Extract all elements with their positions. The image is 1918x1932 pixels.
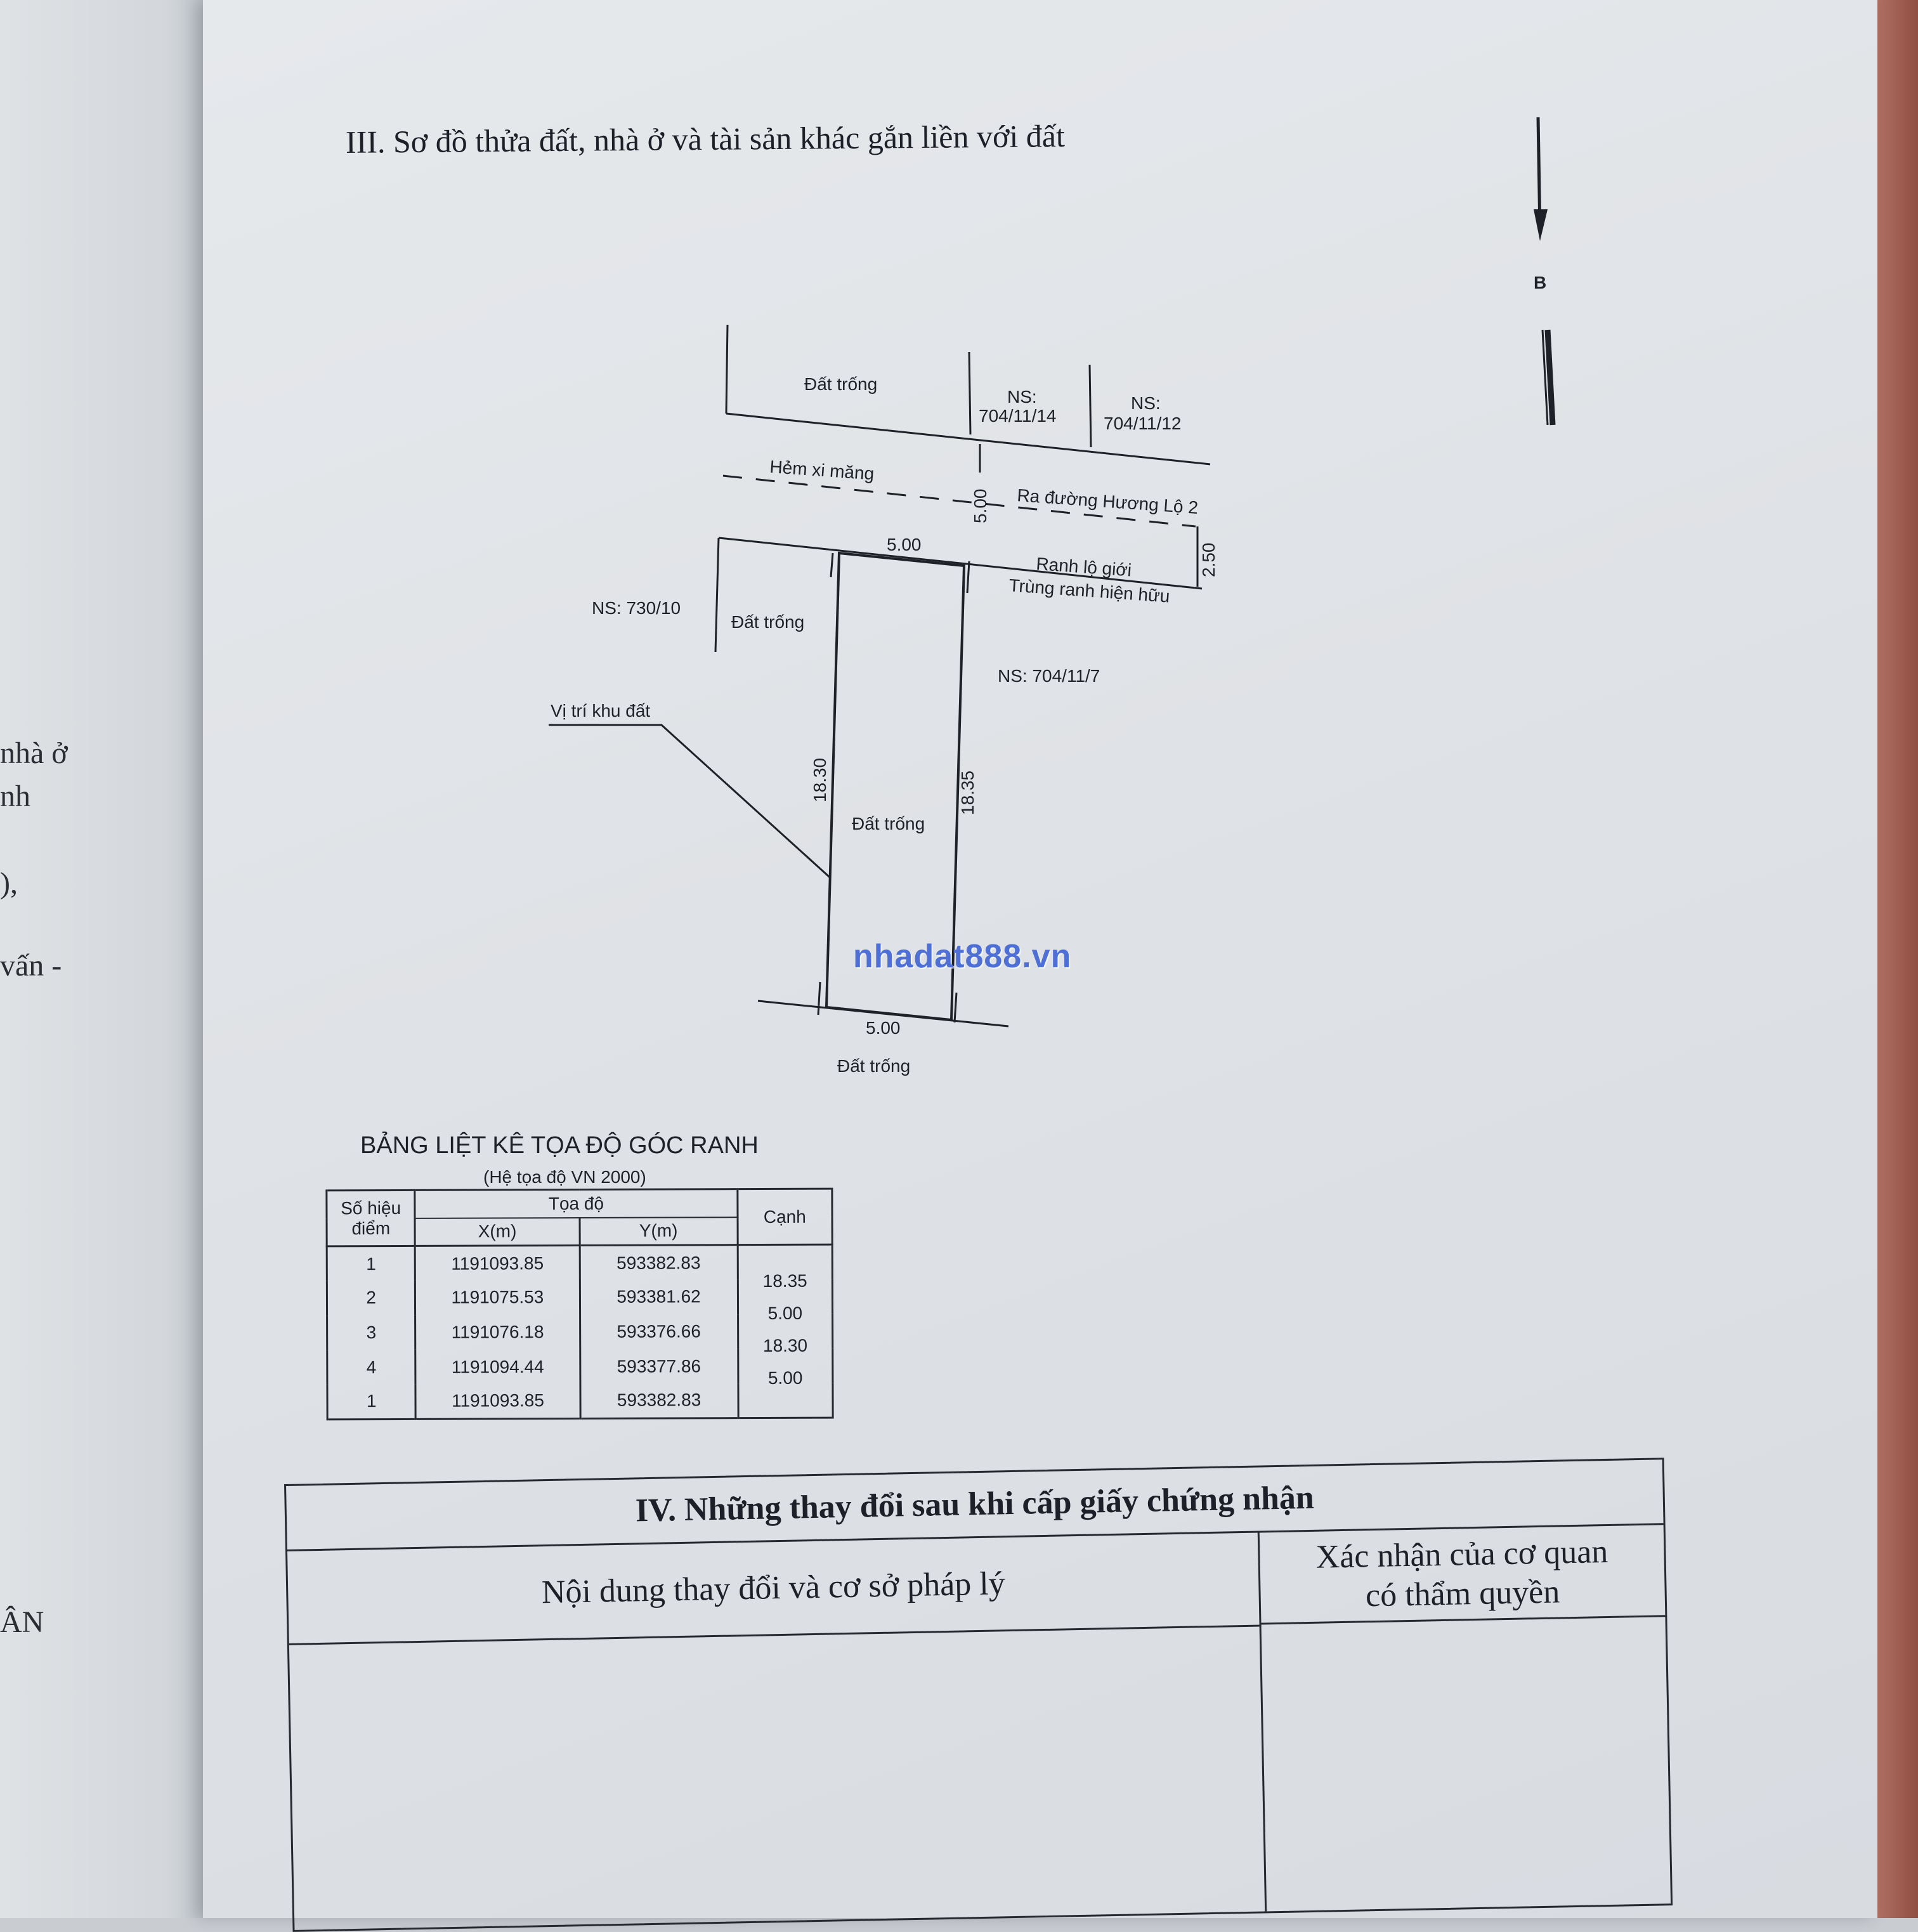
north-label: B (1534, 273, 1546, 292)
location-label: Vị trí khu đất (551, 701, 650, 721)
header-edge: Cạnh (737, 1189, 833, 1245)
point-cell: 3 (327, 1315, 416, 1350)
neighbor-label: 704/11/12 (1104, 414, 1182, 433)
x-cell: 1191093.85 (415, 1245, 580, 1281)
dimension-tick (817, 981, 821, 1015)
setback-label: 2.50 (1199, 543, 1218, 578)
coordinate-table-title: BẢNG LIỆT KÊ TỌA ĐỘ GÓC RANH (360, 1132, 759, 1159)
left-page-fragment: nhà ở (0, 736, 68, 770)
front-width-label: 5.00 (887, 535, 922, 554)
vacant-land-label: Đất trống (852, 814, 925, 833)
x-cell: 1191075.53 (415, 1280, 580, 1315)
edge-value: 18.30 (762, 1335, 808, 1355)
boundary-line (1088, 364, 1092, 448)
neighbor-label: NS: 704/11/7 (998, 666, 1100, 686)
header-y: Y(m) (579, 1217, 738, 1246)
alley-top-edge (726, 412, 1211, 466)
left-page-fragment: ), (0, 866, 18, 900)
certificate-page (203, 0, 1877, 1918)
point-cell: 1 (327, 1246, 415, 1281)
boundary-line (725, 324, 729, 414)
neighbor-label: NS: 730/10 (592, 598, 681, 618)
vacant-land-label: Đất trống (804, 374, 877, 394)
neighbor-label: 704/11/14 (979, 406, 1057, 426)
point-cell: 4 (327, 1350, 416, 1385)
confirm-header-line: Xác nhận của cơ quan (1315, 1533, 1608, 1576)
right-side-length-label: 18.35 (958, 771, 977, 815)
left-side-length-label: 18.30 (810, 758, 830, 802)
north-arrow-icon (1534, 117, 1556, 426)
confirm-header-line: có thẩm quyền (1365, 1574, 1560, 1614)
header-coords: Tọa độ (415, 1189, 738, 1218)
edge-value: 5.00 (767, 1303, 803, 1323)
coordinate-table: Số hiệu điểm Tọa độ Cạnh X(m) Y(m) 1 119… (325, 1187, 834, 1421)
header-point: Số hiệu điểm (326, 1190, 415, 1246)
neighbor-label: NS: (1131, 393, 1161, 413)
changes-confirm-header: Xác nhận của cơ quan có thẩm quyền (1259, 1525, 1666, 1625)
watermark: nhadat888.vn (853, 938, 1072, 975)
alley-label: Hẻm xi măng (769, 457, 875, 483)
rear-width-label: 5.00 (866, 1018, 901, 1038)
y-cell: 593376.66 (580, 1314, 738, 1350)
boundary-line (714, 537, 720, 653)
point-cell: 1 (327, 1384, 416, 1420)
left-page-fragment: vấn - (0, 949, 62, 982)
neighbor-label: NS: (1007, 387, 1037, 407)
dimension-tick (966, 561, 970, 594)
edge-value: 18.35 (762, 1270, 807, 1291)
y-cell: 593382.83 (579, 1244, 738, 1281)
header-x: X(m) (415, 1217, 580, 1246)
dimension-tick (953, 992, 958, 1023)
alley-bottom-edge (718, 537, 1203, 590)
vacant-land-label: Đất trống (731, 612, 804, 632)
table-row: 1 1191093.85 593382.83 18.35 5.00 18.30 … (327, 1244, 833, 1418)
left-page: nhà ở nh ), vấn - ÂN (0, 0, 209, 1918)
x-cell: 1191076.18 (415, 1314, 580, 1350)
changes-content-header: Nội dung thay đổi và cơ sở pháp lý (287, 1532, 1262, 1645)
edge-value: 5.00 (767, 1367, 803, 1388)
alley-width-label: 5.00 (970, 489, 990, 524)
vacant-land-label: Đất trống (837, 1056, 910, 1076)
location-leader-line (549, 724, 831, 878)
y-cell: 593382.83 (580, 1383, 738, 1419)
boundary-label: Trùng ranh hiện hữu (1008, 575, 1171, 606)
column-divider (1259, 1624, 1267, 1912)
dimension-tick (830, 552, 834, 578)
x-cell: 1191093.85 (415, 1383, 580, 1420)
changes-table: IV. Những thay đổi sau khi cấp giấy chứn… (284, 1458, 1673, 1932)
y-cell: 593377.86 (580, 1348, 738, 1384)
y-cell: 593381.62 (579, 1279, 738, 1315)
boundary-label: Ranh lộ giới (1036, 554, 1132, 580)
left-page-fragment: ÂN (0, 1605, 44, 1639)
x-cell: 1191094.44 (415, 1349, 580, 1385)
left-page-fragment: nh (0, 780, 30, 813)
rear-boundary-line (757, 1000, 1009, 1028)
boundary-line (968, 351, 972, 435)
alley-centerline (722, 474, 1196, 528)
road-label: Ra đường Hương Lộ 2 (1017, 485, 1199, 518)
coordinate-table-subtitle: (Hệ tọa độ VN 2000) (483, 1167, 646, 1187)
edge-cell: 18.35 5.00 18.30 5.00 (737, 1244, 833, 1418)
point-cell: 2 (327, 1280, 415, 1316)
